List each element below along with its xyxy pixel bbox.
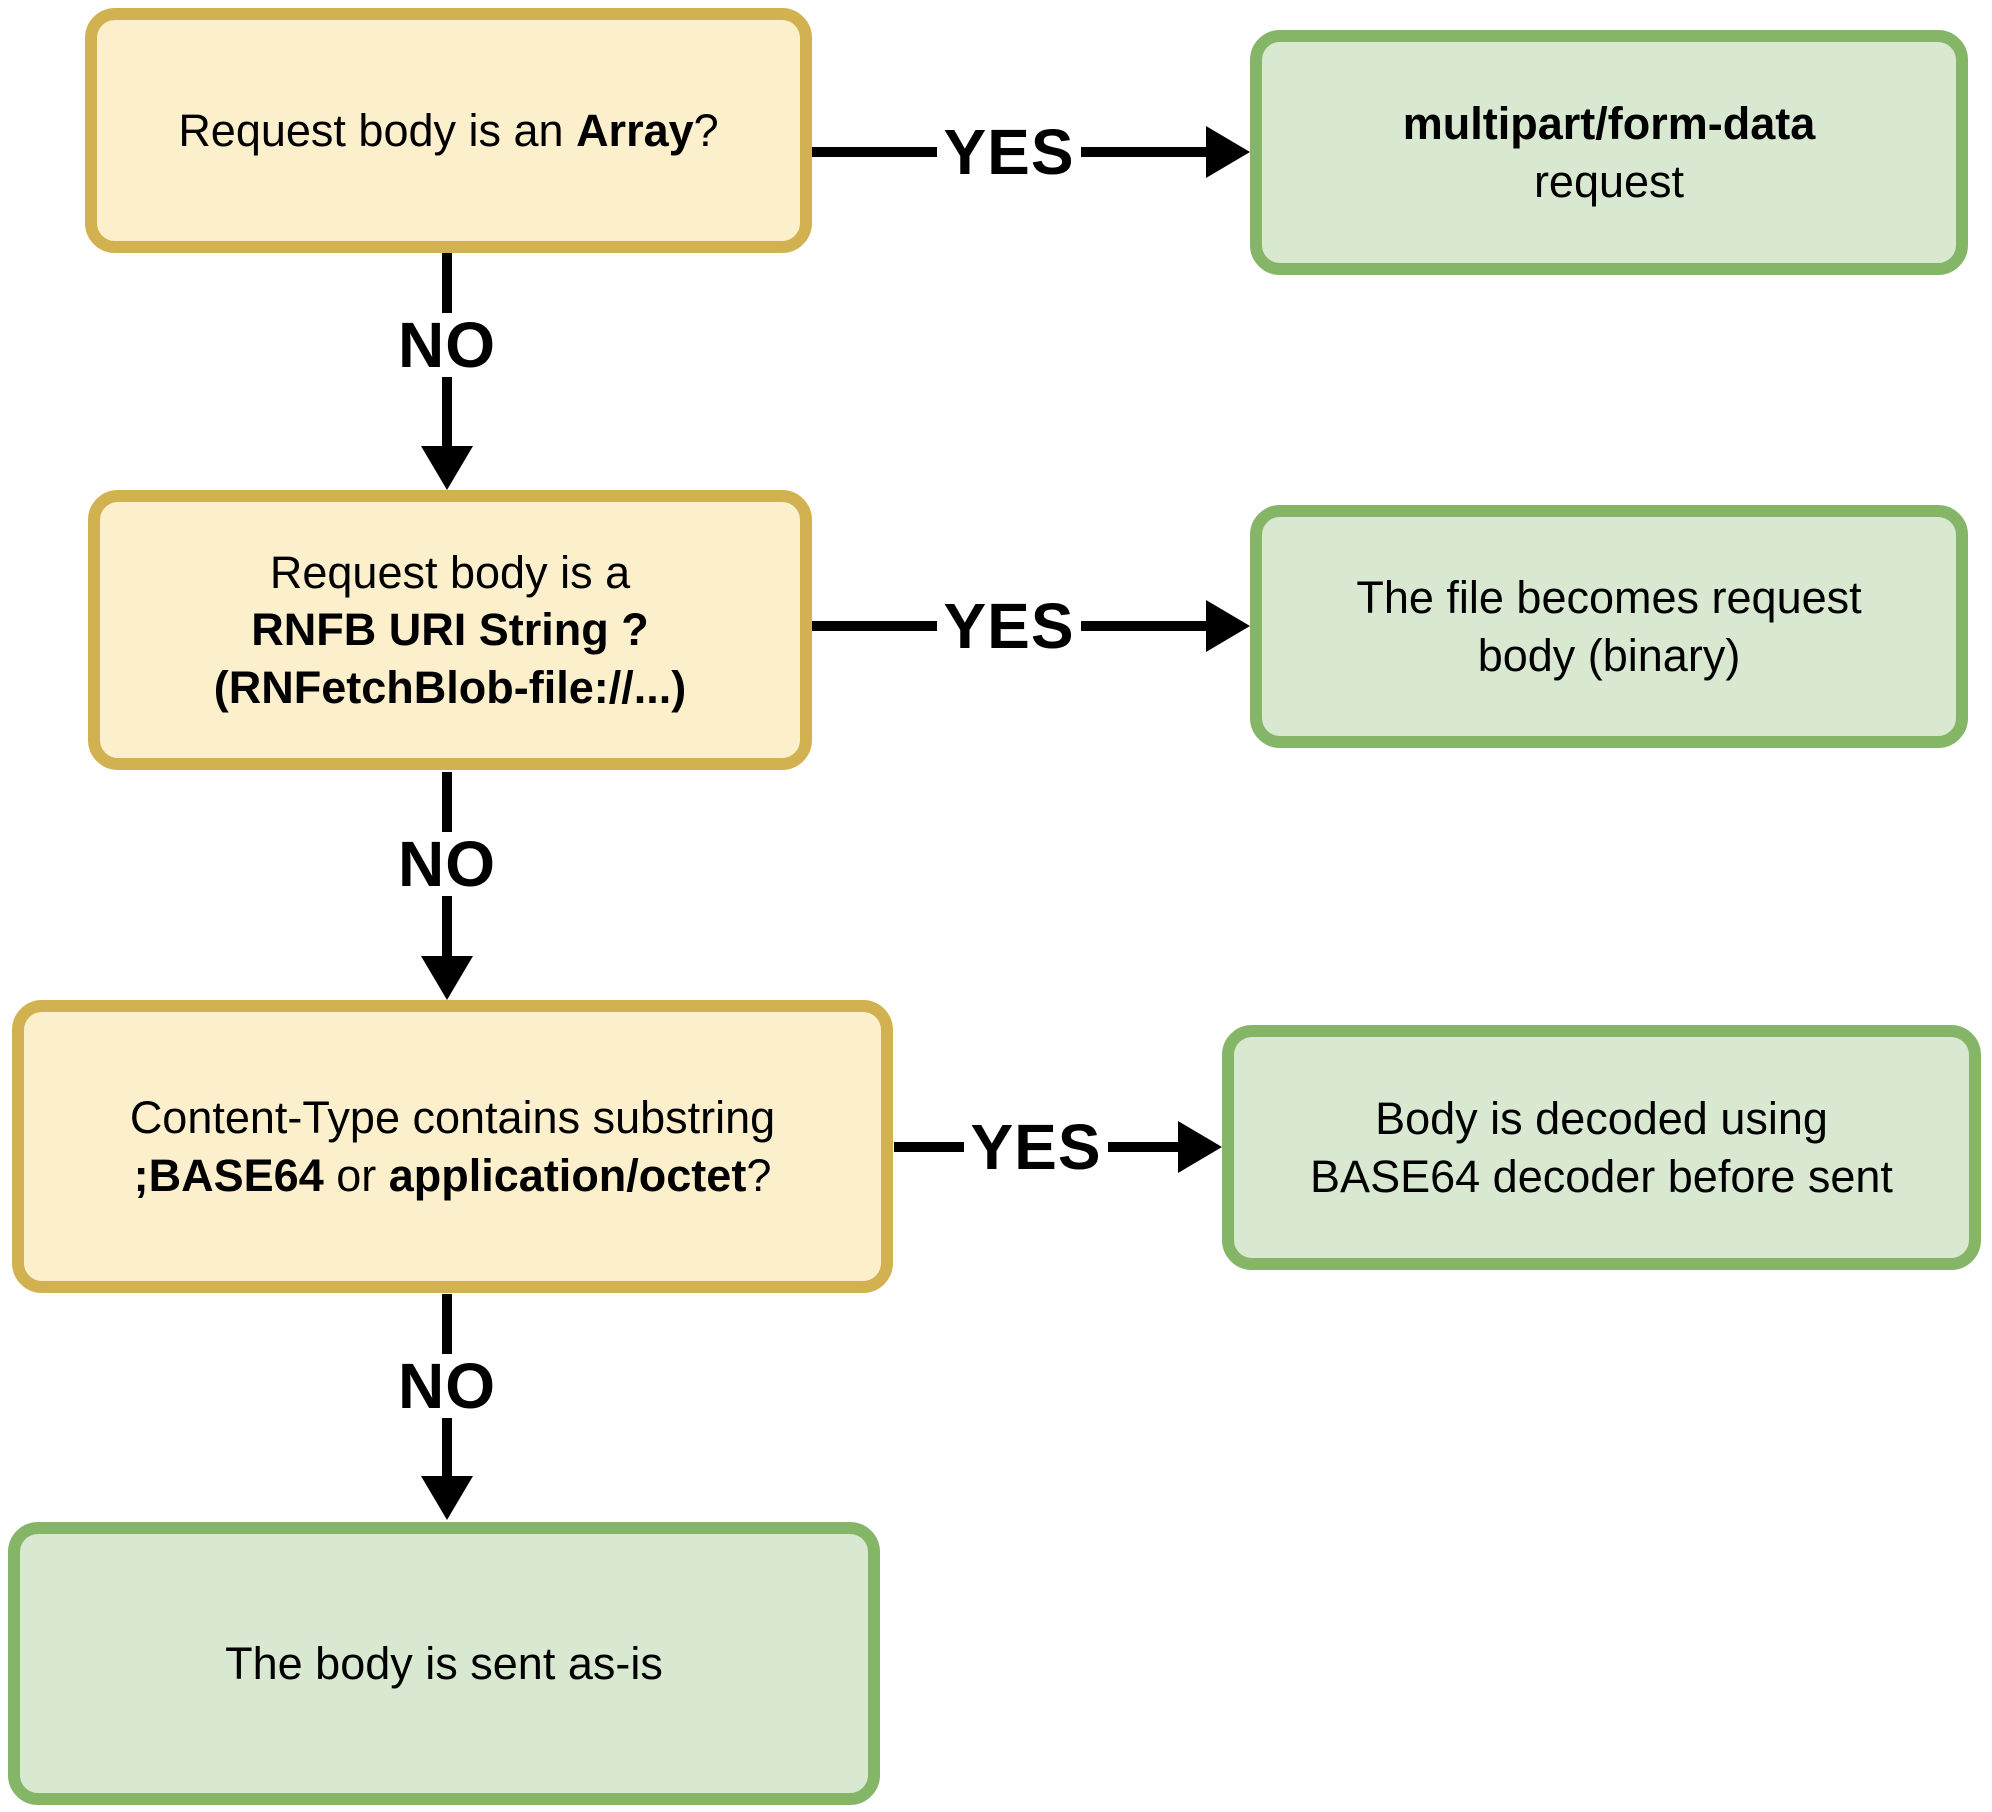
question-contenttype-line1: Content-Type contains substring: [129, 1092, 776, 1144]
label-yes-2: YES: [943, 590, 1075, 662]
label-no-2: NO: [398, 828, 496, 900]
label-yes-3: YES: [970, 1111, 1102, 1183]
arrow-line: [442, 1294, 452, 1354]
question-contenttype-line2: ;BASE64 or application/octet?: [134, 1147, 772, 1204]
arrowhead-down-icon: [421, 446, 473, 490]
arrow-no-1: NO: [382, 253, 512, 490]
arrow-yes-2: YES: [812, 581, 1250, 671]
arrow-line: [442, 253, 452, 313]
label-no-1: NO: [398, 309, 496, 381]
result-asis-text: The body is sent as-is: [225, 1637, 663, 1689]
arrow-yes-3: YES: [894, 1102, 1222, 1192]
arrow-line: [1080, 147, 1206, 157]
arrowhead-down-icon: [421, 956, 473, 1000]
question-contenttype-suffix: ?: [746, 1149, 772, 1201]
question-array-bold: Array: [576, 104, 694, 156]
question-array-text: Request body is an Array?: [178, 102, 718, 159]
result-multipart-bold: multipart/form-data: [1402, 98, 1816, 150]
result-node-multipart-form-data: multipart/form-data request: [1250, 30, 1968, 275]
arrowhead-down-icon: [421, 1476, 473, 1520]
arrowhead-right-icon: [1206, 600, 1250, 652]
result-decoded-line2: BASE64 decoder before sent: [1310, 1150, 1893, 1202]
arrow-no-3: NO: [382, 1294, 512, 1520]
arrowhead-right-icon: [1206, 126, 1250, 178]
question-array-prefix: Request body is an: [178, 104, 577, 156]
question-node-request-body-array: Request body is an Array?: [85, 8, 812, 253]
arrow-no-2: NO: [382, 772, 512, 1000]
result-node-body-sent-as-is: The body is sent as-is: [8, 1522, 880, 1805]
arrow-line: [1080, 621, 1206, 631]
arrowhead-right-icon: [1178, 1121, 1222, 1173]
arrow-line: [442, 1418, 452, 1476]
question-node-rnfb-uri-string: Request body is a RNFB URI String ? (RNF…: [88, 490, 812, 770]
result-node-base64-decoded: Body is decoded using BASE64 decoder bef…: [1222, 1025, 1981, 1270]
arrow-line: [1107, 1142, 1178, 1152]
result-decoded-line1: Body is decoded using: [1375, 1093, 1828, 1145]
arrow-line: [894, 1142, 965, 1152]
result-file-line2: body (binary): [1477, 629, 1741, 681]
question-rnfb-bold2: (RNFetchBlob-file://...): [213, 661, 687, 713]
arrow-line: [442, 896, 452, 956]
question-rnfb-line1: Request body is a: [269, 547, 631, 599]
arrow-line: [812, 147, 938, 157]
label-no-3: NO: [398, 1350, 496, 1422]
result-file-line1: The file becomes request: [1356, 572, 1862, 624]
question-base64-bold: ;BASE64: [133, 1149, 324, 1201]
question-rnfb-line2: RNFB URI String ?: [251, 601, 648, 658]
question-octet-bold: application/octet: [388, 1149, 747, 1201]
arrow-line: [442, 772, 452, 832]
result-node-file-becomes-body: The file becomes request body (binary): [1250, 505, 1968, 748]
label-yes-1: YES: [943, 116, 1075, 188]
question-rnfb-line3: (RNFetchBlob-file://...): [214, 659, 686, 716]
arrow-yes-1: YES: [812, 107, 1250, 197]
question-array-suffix: ?: [693, 104, 719, 156]
arrow-line: [812, 621, 938, 631]
result-multipart-line2: request: [1533, 155, 1685, 207]
arrow-line: [442, 377, 452, 446]
question-node-content-type-base64: Content-Type contains substring ;BASE64 …: [12, 1000, 893, 1293]
question-or-text: or: [323, 1149, 389, 1201]
result-multipart-line1: multipart/form-data: [1403, 95, 1816, 152]
question-rnfb-bold1: RNFB URI String ?: [251, 604, 649, 656]
